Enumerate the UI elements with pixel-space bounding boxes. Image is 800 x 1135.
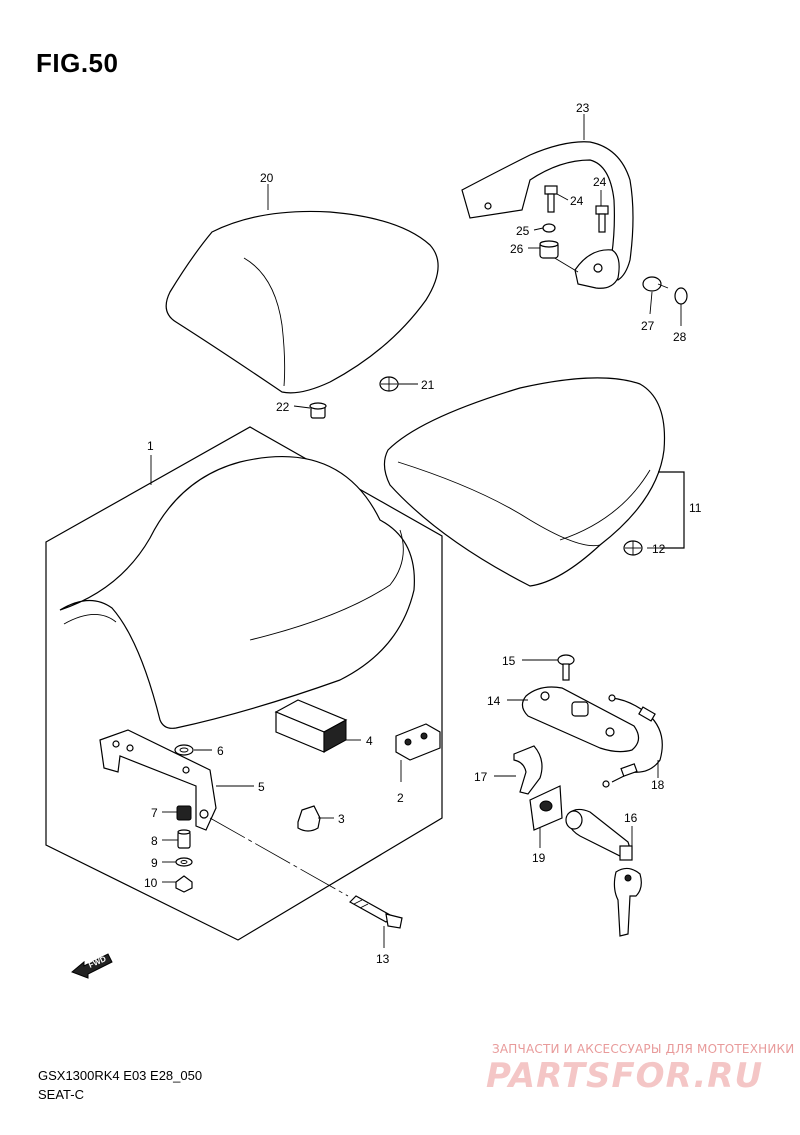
callout-3: 3 [338, 812, 345, 826]
callout-2: 2 [397, 791, 404, 805]
callout-24b: 24 [593, 175, 607, 189]
nut-27 [642, 276, 669, 292]
bracket-11 [658, 471, 685, 549]
callout-23: 23 [576, 101, 590, 115]
fwd-arrow-icon: FWD [71, 953, 113, 979]
callout-19: 19 [532, 851, 546, 865]
nut-10 [175, 875, 193, 893]
bolt-24a [544, 185, 558, 213]
callout-6: 6 [217, 744, 224, 758]
grab-handle-23 [461, 141, 634, 289]
callout-1: 1 [147, 439, 154, 453]
lock-cylinder-16 [565, 808, 642, 937]
bracket-5 [99, 729, 217, 831]
cushion-3 [297, 805, 321, 832]
figure-title: FIG.50 [36, 48, 119, 78]
callout-13: 13 [376, 952, 390, 966]
washer-25 [542, 223, 556, 233]
cable-18 [602, 694, 663, 788]
leader-lines [150, 114, 682, 948]
callout-25: 25 [516, 224, 530, 238]
latch-17 [513, 745, 543, 795]
pillion-seat-11 [383, 377, 666, 587]
seat-lock-14 [521, 686, 640, 753]
callout-15: 15 [502, 654, 516, 668]
section-name: SEAT-C [38, 1087, 84, 1102]
callout-4: 4 [366, 734, 373, 748]
cushion-7 [176, 805, 192, 821]
bush-26 [539, 240, 559, 259]
cushion-12 [623, 540, 643, 556]
callout-24a: 24 [570, 194, 584, 208]
clip-28 [674, 287, 688, 305]
cushion-22 [309, 402, 327, 419]
callout-18: 18 [651, 778, 665, 792]
spacer-8 [177, 829, 191, 849]
model-code: GSX1300RK4 E03 E28_050 [38, 1068, 203, 1083]
callout-7: 7 [151, 806, 158, 820]
callout-28: 28 [673, 330, 687, 344]
callout-labels: 1 2 3 4 5 6 7 8 9 10 11 12 13 14 15 16 1… [144, 101, 702, 966]
assembly-box [45, 426, 443, 941]
callout-11: 11 [689, 501, 702, 515]
washer-6 [174, 744, 194, 756]
callout-9: 9 [151, 856, 158, 870]
callout-20: 20 [260, 171, 274, 185]
callout-27: 27 [641, 319, 655, 333]
cushion-21 [379, 376, 399, 392]
callout-12: 12 [652, 542, 666, 556]
seat-1 [59, 455, 415, 729]
screw-15 [557, 654, 575, 681]
washer-9 [175, 857, 193, 867]
callout-17: 17 [474, 770, 488, 784]
callout-14: 14 [487, 694, 501, 708]
hook-2 [395, 723, 441, 761]
damper-4 [274, 699, 348, 753]
bolt-13 [349, 895, 403, 929]
bolt-24b [595, 205, 609, 233]
watermark-brand: PARTSFOR.RU [486, 1056, 764, 1096]
watermark-tagline: ЗАПЧАСТИ И АКСЕССУАРЫ ДЛЯ МОТОТЕХНИКИ [492, 1042, 795, 1056]
callout-8: 8 [151, 834, 158, 848]
callout-22: 22 [276, 400, 290, 414]
callout-5: 5 [258, 780, 265, 794]
callout-10: 10 [144, 876, 158, 890]
callout-26: 26 [510, 242, 524, 256]
callout-21: 21 [421, 378, 435, 392]
seat-cover-20 [165, 210, 439, 394]
holder-19 [529, 785, 563, 831]
callout-16: 16 [624, 811, 638, 825]
